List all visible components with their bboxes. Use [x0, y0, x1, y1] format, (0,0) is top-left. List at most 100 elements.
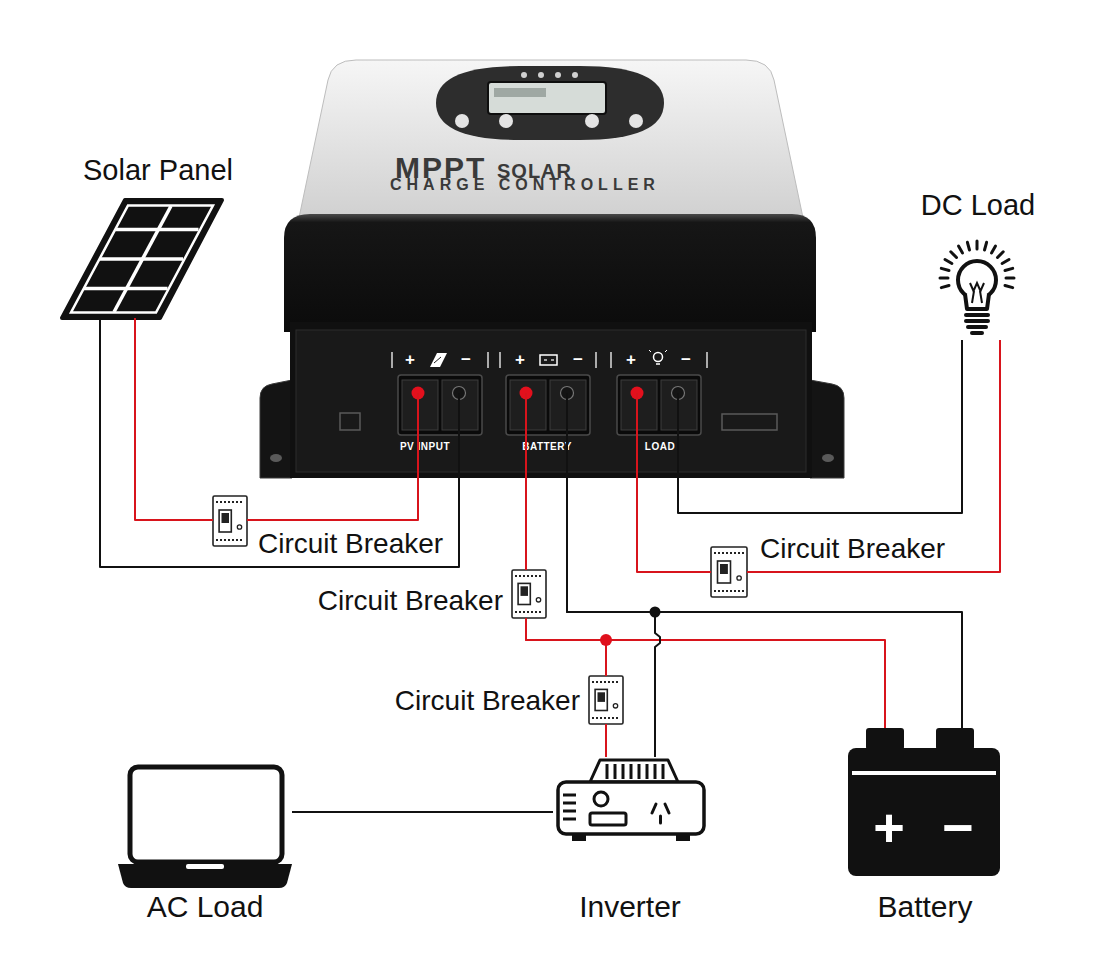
- charge-controller-icon-part: [488, 82, 606, 114]
- charge-controller-icon-part: [506, 375, 590, 435]
- charge-controller-icon-part: [510, 380, 546, 430]
- charge-controller-icon-part: [412, 387, 425, 400]
- charge-controller-icon-part: [822, 454, 834, 462]
- dc-load-bulb: DC Load: [935, 235, 1017, 340]
- ac-load-laptop: AC Load: [118, 764, 292, 888]
- node-label: Battery: [877, 892, 972, 922]
- inverter-icon-part: [606, 764, 609, 779]
- node-label: AC Load: [147, 892, 264, 922]
- charge-controller-icon-part: [656, 363, 660, 365]
- ac-load-laptop-icon-part: [118, 864, 292, 888]
- terminal-sign: +: [405, 351, 415, 368]
- dc-load-bulb-icon-part: [972, 291, 974, 303]
- battery: Battery+−: [848, 728, 1000, 876]
- circuit-breaker: Circuit Breaker: [512, 570, 546, 618]
- charge-controller-icon-part: [706, 352, 708, 368]
- circuit-breaker-icon-part: [515, 611, 543, 613]
- charge-controller-icon-part: [629, 114, 643, 128]
- charge-controller-icon-part: [430, 353, 447, 367]
- node-label: Circuit Breaker: [258, 530, 443, 558]
- charge-controller-icon-part: [555, 72, 561, 78]
- wire: [567, 480, 962, 728]
- inverter-icon-part: [563, 794, 576, 797]
- dc-load-bulb-icon-part: [968, 325, 986, 329]
- solar-panel-icon-part: [114, 206, 171, 312]
- ac-load-laptop-icon-part: [186, 864, 224, 869]
- inverter-icon-part: [590, 760, 678, 782]
- ac-load-laptop-icon: [118, 764, 292, 888]
- charge-controller-icon-part: [610, 352, 612, 368]
- charge-controller-icon-part: [494, 88, 546, 97]
- solar-panel-icon-part: [71, 206, 213, 313]
- dc-load-bulb-icon-part: [998, 252, 1004, 258]
- circuit-breaker-icon-part: [515, 575, 543, 577]
- node-label: Solar Panel: [83, 156, 233, 185]
- node-label: Inverter: [579, 892, 681, 922]
- charge-controller-icon: [258, 58, 844, 480]
- connector-layer: [100, 318, 1000, 812]
- circuit-breaker-icon-part: [592, 681, 620, 683]
- node-label: Circuit Breaker: [318, 587, 503, 615]
- charge-controller-icon-part: [284, 214, 816, 332]
- inverter-icon-part: [563, 802, 576, 805]
- circuit-breaker-icon: [213, 496, 247, 546]
- inverter-icon-part: [646, 764, 649, 779]
- solar-panel: Solar Panel: [62, 200, 225, 318]
- charge-controller-icon-part: [544, 359, 547, 360]
- charge-controller-icon-part: [521, 72, 527, 78]
- solar-panel-icon: [62, 200, 225, 318]
- circuit-breaker-icon-part: [720, 564, 728, 574]
- dc-load-bulb-icon-part: [1005, 268, 1013, 270]
- polarity-sign: +: [873, 800, 905, 854]
- dc-load-bulb-icon-part: [1006, 277, 1014, 280]
- solar-panel-icon-part: [62, 200, 222, 318]
- charge-controller: MPPTSOLARCHARGE CONTROLLER+−+−+−PV INPUT…: [258, 58, 844, 480]
- inverter-icon-part: [665, 804, 669, 813]
- charge-controller-icon-part: [260, 380, 292, 478]
- inverter-icon-part: [572, 834, 586, 841]
- charge-controller-icon-part: [402, 380, 438, 430]
- charge-controller-icon-part: [434, 357, 441, 363]
- inverter-icon-part: [563, 810, 576, 813]
- terminal-label: LOAD: [645, 442, 675, 452]
- charge-controller-icon-part: [391, 352, 393, 368]
- charge-controller-icon-part: [631, 387, 644, 400]
- wire: [247, 480, 418, 520]
- node-label: DC Load: [921, 191, 1035, 220]
- battery-icon: [848, 728, 1000, 876]
- terminal-sign: −: [681, 351, 691, 368]
- circuit-breaker-icon-part: [536, 598, 540, 602]
- circuit-breaker-icon-part: [595, 689, 607, 710]
- charge-controller-icon-part: [722, 414, 777, 430]
- dc-load-bulb-icon-part: [970, 283, 984, 291]
- charge-controller-icon-part: [665, 350, 667, 352]
- charge-controller-icon-part: [540, 355, 557, 365]
- battery-icon-part: [848, 748, 1000, 876]
- node-label: Circuit Breaker: [760, 535, 945, 563]
- ac-load-laptop-icon-part: [130, 767, 282, 862]
- junction-dots: [600, 607, 661, 647]
- circuit-breaker-icon-part: [237, 525, 241, 529]
- charge-controller-icon-part: [398, 375, 482, 435]
- circuit-breaker-icon-part: [714, 590, 744, 592]
- circuit-breaker-icon: [512, 570, 546, 618]
- dc-load-bulb-icon-part: [967, 242, 969, 250]
- circuit-breaker: Circuit Breaker: [589, 676, 623, 724]
- polarity-sign: −: [942, 800, 974, 854]
- dc-load-bulb-icon-part: [966, 313, 988, 317]
- dc-load-bulb-icon: [935, 235, 1017, 340]
- terminal-sign: −: [573, 351, 583, 368]
- inverter: Inverter: [553, 757, 708, 847]
- charge-controller-icon-part: [499, 114, 513, 128]
- circuit-breaker-icon-part: [521, 586, 529, 596]
- dc-load-bulb-icon-part: [941, 268, 949, 270]
- terminal-label: BATTERY: [522, 442, 572, 452]
- charge-controller-icon-part: [551, 359, 554, 360]
- circuit-breaker-icon-part: [592, 717, 620, 719]
- charge-controller-icon-part: [296, 60, 806, 232]
- wire: [526, 618, 606, 676]
- dc-load-bulb-icon-part: [985, 242, 987, 250]
- circuit-breaker-icon-part: [222, 513, 230, 523]
- charge-controller-icon-part: [455, 114, 469, 128]
